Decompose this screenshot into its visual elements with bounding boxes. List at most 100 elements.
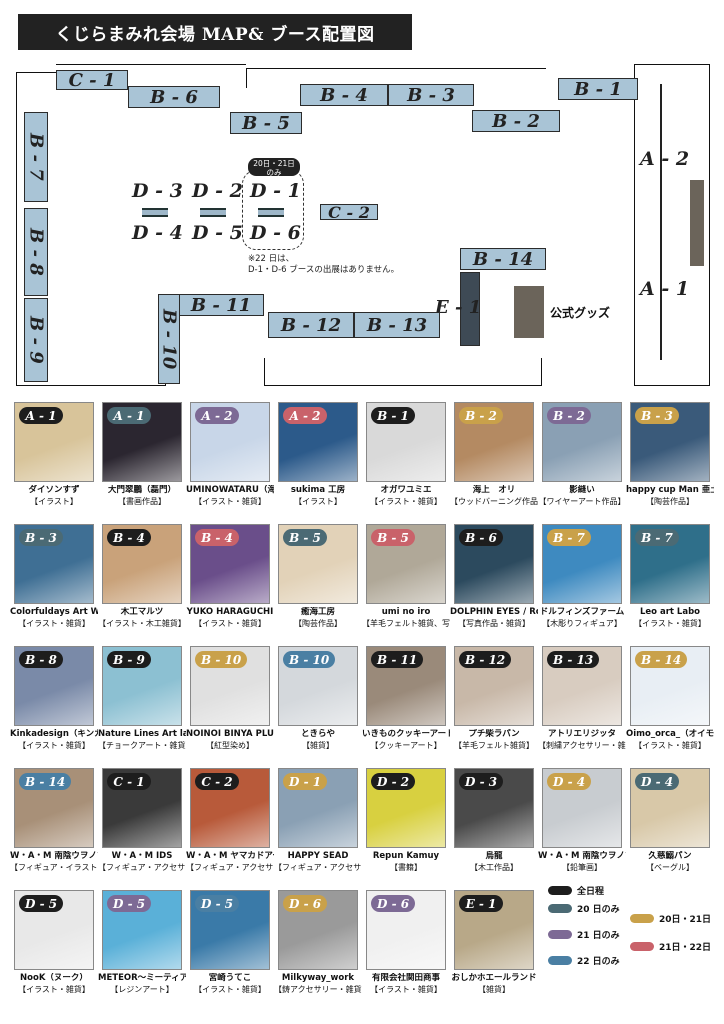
exhibitor-category: 【雑貨】 — [302, 741, 334, 750]
booth-tag: D - 5 — [195, 895, 240, 912]
exhibitor-category: 【フィギュア・アクセサリー・雑貨】 — [186, 863, 274, 872]
exhibitor-photo: D - 5 — [190, 890, 270, 970]
exhibitor-name: プチ柴ラパン — [468, 729, 520, 739]
venue-map: C - 1 B - 6 B - 5 B - 4 B - 3 B - 2 B - … — [12, 58, 712, 396]
booth-tag: B - 13 — [547, 651, 600, 668]
booth-b11: B - 11 — [178, 294, 264, 316]
booth-tag: C - 1 — [107, 773, 151, 790]
d-only-badge: 20日・21日 のみ — [248, 158, 300, 177]
exhibitor-photo: E - 1 — [454, 890, 534, 970]
exhibitor-name: 久慈鰯パン — [648, 851, 692, 861]
exhibitor-photo: B - 6 — [454, 524, 534, 604]
exhibitor-photo: B - 2 — [454, 402, 534, 482]
exhibitor-photo: B - 2 — [542, 402, 622, 482]
exhibitor-photo: B - 10 — [190, 646, 270, 726]
booth-b9: B - 9 — [24, 298, 48, 382]
booth-tag: A - 1 — [107, 407, 151, 424]
booth-tag: B - 12 — [459, 651, 512, 668]
exhibitor-category: 【イラスト・雑貨】 — [194, 985, 266, 994]
booth-tag: B - 6 — [459, 529, 503, 546]
booth-tag: B - 2 — [459, 407, 503, 424]
exhibitor-name: 癒海工房 — [300, 607, 335, 617]
booth-tag: B - 10 — [195, 651, 248, 668]
booth-d3-d4 — [142, 208, 168, 217]
exhibitor-category: 【木彫りフィギュア】 — [542, 619, 622, 628]
exhibitor-category: 【クッキーアート】 — [370, 741, 442, 750]
booth-a-pillar — [690, 180, 704, 266]
exhibitor-photo: D - 1 — [278, 768, 358, 848]
exhibitor-name: NOINOI BINYA PLUS / 紅屋 — [186, 729, 274, 739]
exhibitor-photo: C - 2 — [190, 768, 270, 848]
legend-label-d22: 22 日のみ — [577, 956, 620, 967]
exhibitor-photo: D - 4 — [542, 768, 622, 848]
booth-tag: A - 2 — [283, 407, 327, 424]
exhibitor-category: 【イラスト】 — [294, 497, 342, 506]
exhibitor-category: 【フィギュア・アクセサリー】 — [274, 863, 362, 872]
exhibitor-name: 木工マルツ — [120, 607, 164, 617]
goods-label: 公式グッズ — [550, 306, 611, 320]
label-d6: D - 6 — [250, 222, 301, 244]
exhibitor-category: 【レジンアート】 — [110, 985, 174, 994]
d-only-badge-sub: のみ — [266, 168, 282, 177]
exhibitor-name: sukima 工房 — [290, 485, 346, 495]
booth-e1-label: E - 1 — [435, 297, 482, 318]
label-a2: A - 2 — [640, 148, 690, 170]
exhibitor-name: METEOR～ミーティア～ — [98, 973, 186, 983]
exhibitor-category: 【イラスト・木工雑貨】 — [98, 619, 186, 628]
exhibitor-category: 【イラスト・雑貨】 — [18, 619, 90, 628]
exhibitor-photo: A - 1 — [14, 402, 94, 482]
exhibitor-photo: A - 2 — [190, 402, 270, 482]
exhibitor-category: 【ウッドバーニング作品】 — [450, 497, 538, 506]
booth-tag: E - 1 — [459, 895, 503, 912]
exhibitor-category: 【イラスト・雑貨】 — [194, 497, 266, 506]
booth-tag: D - 1 — [283, 773, 328, 790]
exhibitor-photo: B - 14 — [14, 768, 94, 848]
booth-tag: B - 4 — [195, 529, 239, 546]
exhibitor-name: Colorfuldays Art Works — [10, 607, 98, 617]
exhibitor-photo: B - 11 — [366, 646, 446, 726]
exhibitor-category: 【雑貨】 — [478, 985, 510, 994]
exhibitor-photo: B - 4 — [190, 524, 270, 604]
page-title: くじらまみれ会場 MAP& ブース配置図 — [18, 14, 412, 50]
exhibitor-photo: B - 4 — [102, 524, 182, 604]
exhibitor-name: W・A・M IDS — [111, 851, 173, 861]
exhibitor-name: 烏龍 — [485, 851, 503, 861]
booth-tag: D - 6 — [371, 895, 416, 912]
booth-tag: B - 5 — [371, 529, 415, 546]
exhibitor-name: Kinkadesign（キンカデザイン） — [10, 729, 98, 739]
exhibitor-name: umi no iro — [381, 607, 431, 617]
exhibitor-category: 【イラスト・雑貨】 — [18, 985, 90, 994]
legend-d20: 20 日のみ — [548, 902, 620, 915]
exhibitor-name: 宮崎うてこ — [208, 973, 252, 983]
exhibitor-name: Repun Kamuy — [372, 851, 440, 861]
exhibitor-category: 【イラスト・雑貨】 — [634, 619, 706, 628]
exhibitor-name: YUKO HARAGUCHI — [186, 607, 274, 617]
exhibitor-photo: D - 4 — [630, 768, 710, 848]
exhibitor-category: 【フィギュア・イラスト・雑貨】 — [10, 863, 98, 872]
d-only-outline — [242, 170, 304, 250]
exhibitor-category: 【イラスト・雑貨】 — [18, 741, 90, 750]
booth-tag: B - 1 — [371, 407, 415, 424]
booth-a-wall — [660, 84, 702, 360]
exhibitor-category: 【羊毛フェルト雑貨】 — [454, 741, 534, 750]
exhibitor-name: HAPPY SEAD — [287, 851, 349, 861]
d-only-badge-days: 20日・21日 — [253, 159, 295, 168]
label-d3: D - 3 — [132, 180, 183, 202]
booth-tag: B - 7 — [547, 529, 591, 546]
booth-c1: C - 1 — [56, 70, 128, 91]
exhibitor-name: Leo art Labo — [639, 607, 700, 617]
label-d1: D - 1 — [250, 180, 301, 202]
exhibitor-name: いきものクッキーアート専門店 kurimaro collection — [362, 729, 450, 739]
legend-d22: 22 日のみ — [548, 954, 620, 967]
booth-tag: B - 2 — [547, 407, 591, 424]
booth-tag: B - 7 — [635, 529, 679, 546]
booth-tag: D - 4 — [635, 773, 680, 790]
exhibitor-name: アトリエリジッタ — [547, 729, 616, 739]
exhibitor-category: 【書籍】 — [390, 863, 422, 872]
exhibitor-photo: B - 3 — [14, 524, 94, 604]
label-a1: A - 1 — [640, 278, 690, 300]
label-d2: D - 2 — [192, 180, 243, 202]
exhibitor-photo: B - 9 — [102, 646, 182, 726]
exhibitor-photo: B - 13 — [542, 646, 622, 726]
exhibitor-category: 【ワイヤーアート作品】 — [538, 497, 626, 506]
